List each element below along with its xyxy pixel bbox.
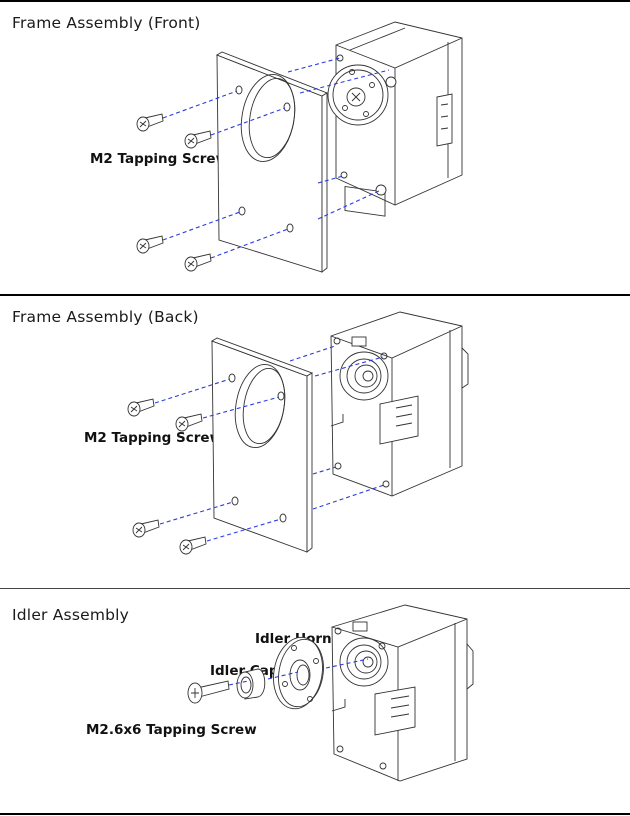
m2-tapping-screw [184,130,212,149]
section-title: Frame Assembly (Front) [12,14,201,32]
m2-tapping-screw [127,398,155,417]
assembly-guide-lines [162,57,390,259]
m2-tapping-screw [136,113,164,132]
m2-tapping-screw [184,253,212,272]
m2-tapping-screw [132,519,160,538]
m2-tapping-screw-label: M2 Tapping Screw [84,430,223,446]
top-divider [0,0,630,2]
frame-back-illustration [127,311,469,555]
m2-6x6-tapping-screw-label: M2.6x6 Tapping Screw [86,722,257,738]
frame-front-illustration [136,21,463,273]
frame-plate [215,51,329,273]
section-title: Frame Assembly (Back) [12,308,199,326]
m2-tapping-screw [175,413,203,432]
section-divider [0,588,630,589]
servo-actuator [331,604,474,782]
section-title: Idler Assembly [12,606,130,624]
bottom-divider [0,813,630,815]
section-idler-assembly: Idler Assembly Idler Horn Idler Cap M2.6… [0,589,630,813]
frame-plate [210,337,314,553]
m2-6x6-tapping-screw [187,680,230,704]
section-frame-assembly-back: Frame Assembly (Back) M2 Tapping Screw [0,296,630,588]
section-frame-assembly-front: Frame Assembly (Front) M2 Tapping Screw [0,0,630,294]
idler-horn [273,636,324,710]
m2-tapping-screw [179,536,207,555]
servo-actuator [330,311,469,497]
idler-cap [236,668,266,700]
m2-tapping-screw-label: M2 Tapping Screw [90,151,229,167]
assembly-guide-lines [154,345,385,542]
section-divider [0,294,630,296]
assembly-guide-lines [228,658,369,686]
servo-actuator [327,21,463,217]
m2-tapping-screw [136,235,164,254]
idler-illustration [187,604,474,782]
